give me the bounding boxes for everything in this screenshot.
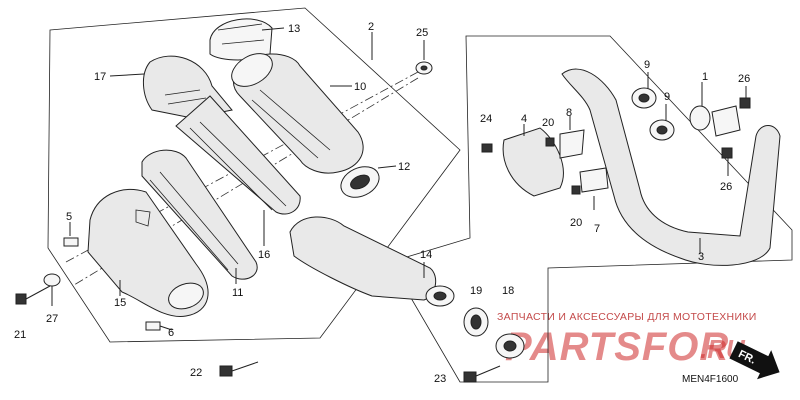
label-part-8: 8 xyxy=(566,107,572,119)
grommet-part-5 xyxy=(63,222,79,247)
exhaust-pipe-part-3 xyxy=(561,68,781,266)
label-part-18: 18 xyxy=(502,285,514,297)
label-part-21: 21 xyxy=(14,329,26,341)
label-part-25: 25 xyxy=(416,27,428,39)
cap-cover-part-13 xyxy=(209,18,285,61)
muffler-assembly-outline xyxy=(47,7,461,343)
label-part-9-lower: 9 xyxy=(664,91,670,103)
nut-part-26-upper xyxy=(739,86,751,109)
clamp-part-9-lower xyxy=(649,104,675,141)
washer-part-25 xyxy=(415,40,433,75)
label-part-2: 2 xyxy=(368,21,374,33)
label-part-3: 3 xyxy=(698,251,704,263)
tail-pipe-part-14 xyxy=(289,216,455,307)
label-part-6: 6 xyxy=(168,327,174,339)
washer-part-27 xyxy=(43,273,61,306)
label-part-23: 23 xyxy=(434,373,446,385)
label-part-26-lower: 26 xyxy=(720,181,732,193)
joint-part-19 xyxy=(463,307,489,337)
packing-ring-part-12 xyxy=(340,165,397,198)
label-part-9-upper: 9 xyxy=(644,59,650,71)
silencer-shell-part-11 xyxy=(141,149,258,284)
label-part-5: 5 xyxy=(66,211,72,223)
label-part-15: 15 xyxy=(114,297,126,309)
bracket-part-7 xyxy=(579,167,609,210)
watermark: ЗАПЧАСТИ И АКСЕССУАРЫ ДЛЯ МОТОТЕХНИКИ PA… xyxy=(497,311,757,369)
diagram-code: MEN4F1600 xyxy=(682,374,739,385)
flange-part-1 xyxy=(711,105,741,137)
part-labels: 1 2 3 4 5 6 7 8 9 9 10 11 12 13 14 15 16… xyxy=(14,21,750,385)
label-part-16: 16 xyxy=(258,249,270,261)
inner-pipe-part-16 xyxy=(175,95,301,246)
label-part-12: 12 xyxy=(398,161,410,173)
label-part-20-upper: 20 xyxy=(542,117,554,129)
front-arrow-icon: FR. xyxy=(729,341,780,380)
label-part-13: 13 xyxy=(288,23,300,35)
bolt-part-21 xyxy=(15,285,51,305)
label-part-27: 27 xyxy=(46,313,58,325)
label-part-20-lower: 20 xyxy=(570,217,582,229)
label-part-10: 10 xyxy=(354,81,366,93)
label-part-19: 19 xyxy=(470,285,482,297)
label-part-14: 14 xyxy=(420,249,432,261)
label-part-7: 7 xyxy=(594,223,600,235)
label-part-26-upper: 26 xyxy=(738,73,750,85)
bolt-part-22 xyxy=(219,361,259,377)
grommet-part-6 xyxy=(145,321,173,331)
pipe-assembly-outline xyxy=(389,35,793,383)
label-part-24: 24 xyxy=(480,113,492,125)
bolt-part-23 xyxy=(463,365,501,383)
label-part-22: 22 xyxy=(190,367,202,379)
bolt-part-24 xyxy=(481,143,493,153)
watermark-brand: PARTSFOR xyxy=(505,325,729,369)
gasket-part-1 xyxy=(689,82,711,131)
nut-part-20-lower xyxy=(571,185,581,195)
label-part-11: 11 xyxy=(232,287,243,299)
clamp-part-9-upper xyxy=(631,72,657,109)
nut-part-26-lower xyxy=(721,147,733,176)
bracket-part-8 xyxy=(559,116,585,159)
side-protector-part-15 xyxy=(87,189,209,317)
nut-part-20-upper xyxy=(545,137,555,147)
muffler-body-part-10 xyxy=(231,53,364,174)
clamp-part-18 xyxy=(495,333,525,359)
label-part-17: 17 xyxy=(94,71,106,83)
label-part-4: 4 xyxy=(521,113,527,125)
label-part-1: 1 xyxy=(702,71,708,83)
heat-shield-part-4 xyxy=(502,124,564,197)
watermark-subtitle: ЗАПЧАСТИ И АКСЕССУАРЫ ДЛЯ МОТОТЕХНИКИ xyxy=(497,311,757,323)
